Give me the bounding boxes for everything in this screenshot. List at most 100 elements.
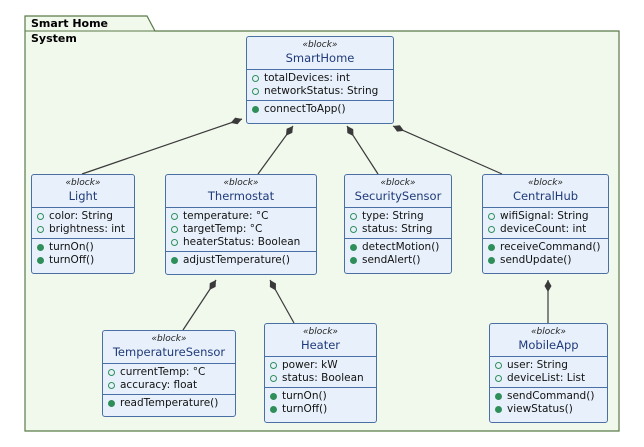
attribute-row: currentTemp: °C <box>108 366 235 379</box>
stereotype-label: «block» <box>303 327 338 337</box>
attribute-text: networkStatus: String <box>264 85 379 97</box>
block-heater[interactable]: «block» Heater power: kW status: Boolean… <box>264 323 377 423</box>
field-visibility-icon <box>252 75 259 82</box>
operations-section: detectMotion() sendAlert() <box>345 238 451 269</box>
block-header: «block» SmartHome <box>247 37 393 70</box>
attribute-row: accuracy: float <box>108 379 235 392</box>
attribute-text: color: String <box>49 210 113 222</box>
block-header: «block» CentralHub <box>483 175 608 208</box>
operation-text: readTemperature() <box>120 397 219 409</box>
block-header: «block» SecuritySensor <box>345 175 451 208</box>
block-header: «block» Thermostat <box>166 175 316 208</box>
attribute-row: deviceList: List <box>495 372 607 385</box>
operation-row: connectToApp() <box>252 103 393 116</box>
field-visibility-icon <box>37 226 44 233</box>
block-mobileapp[interactable]: «block» MobileApp user: String deviceLis… <box>489 323 608 423</box>
attribute-row: totalDevices: int <box>252 72 393 85</box>
block-thermostat[interactable]: «block» Thermostat temperature: °C targe… <box>165 174 317 275</box>
attribute-row: status: String <box>350 223 451 236</box>
operations-section: receiveCommand() sendUpdate() <box>483 238 608 269</box>
block-name: SecuritySensor <box>354 189 442 203</box>
operation-row: adjustTemperature() <box>171 254 316 267</box>
attributes-section: type: String status: String <box>345 208 451 238</box>
block-name: Heater <box>300 338 341 352</box>
attribute-text: currentTemp: °C <box>120 366 206 378</box>
block-name: TemperatureSensor <box>112 345 226 359</box>
composition-diamond-icon <box>347 126 354 137</box>
operation-text: turnOn() <box>49 241 94 253</box>
attribute-text: wifiSignal: String <box>500 210 589 222</box>
attribute-text: temperature: °C <box>183 210 269 222</box>
stereotype-label: «block» <box>302 40 338 50</box>
attribute-row: user: String <box>495 359 607 372</box>
method-visibility-icon <box>171 257 178 264</box>
operation-row: turnOff() <box>270 403 376 416</box>
stereotype-label: «block» <box>65 178 101 188</box>
method-visibility-icon <box>350 257 357 264</box>
stereotype-label: «block» <box>223 178 259 188</box>
attribute-text: deviceList: List <box>507 372 586 384</box>
attribute-text: type: String <box>362 210 424 222</box>
stereotype-label: «block» <box>151 334 187 344</box>
operations-section: sendCommand() viewStatus() <box>490 387 607 418</box>
attribute-row: color: String <box>37 210 134 223</box>
attribute-text: accuracy: float <box>120 379 198 391</box>
attribute-text: targetTemp: °C <box>183 223 263 235</box>
operation-text: turnOff() <box>282 403 328 415</box>
block-smarthome[interactable]: «block» SmartHome totalDevices: int netw… <box>246 36 394 124</box>
method-visibility-icon <box>350 244 357 251</box>
block-header: «block» MobileApp <box>490 324 607 357</box>
operation-text: turnOn() <box>282 390 327 402</box>
block-temperaturesensor[interactable]: «block» TemperatureSensor currentTemp: °… <box>102 330 236 417</box>
attribute-text: status: String <box>362 223 433 235</box>
composition-diamond-icon <box>230 117 242 125</box>
field-visibility-icon <box>350 226 357 233</box>
block-name: SmartHome <box>285 51 355 65</box>
method-visibility-icon <box>37 257 44 264</box>
operation-row: detectMotion() <box>350 241 451 254</box>
block-light[interactable]: «block» Light color: String brightness: … <box>31 174 135 274</box>
method-visibility-icon <box>37 244 44 251</box>
attribute-row: temperature: °C <box>171 210 316 223</box>
block-header: «block» TemperatureSensor <box>103 331 235 364</box>
attribute-row: brightness: int <box>37 223 134 236</box>
operation-text: viewStatus() <box>507 403 573 415</box>
field-visibility-icon <box>37 213 44 220</box>
attribute-text: brightness: int <box>49 223 125 235</box>
block-centralhub[interactable]: «block» CentralHub wifiSignal: String de… <box>482 174 609 274</box>
field-visibility-icon <box>270 375 277 382</box>
block-name: Thermostat <box>207 189 275 203</box>
field-visibility-icon <box>488 213 495 220</box>
composition-diamond-icon <box>209 280 216 291</box>
field-visibility-icon <box>171 213 178 220</box>
method-visibility-icon <box>495 393 502 400</box>
composition-line-smarthome-centralhub <box>392 125 503 175</box>
attribute-row: networkStatus: String <box>252 85 393 98</box>
field-visibility-icon <box>171 239 178 246</box>
field-visibility-icon <box>108 369 115 376</box>
field-visibility-icon <box>495 375 502 382</box>
composition-diamond-icon <box>285 126 293 136</box>
block-securitysensor[interactable]: «block» SecuritySensor type: String stat… <box>344 174 452 274</box>
method-visibility-icon <box>488 244 495 251</box>
operations-section: turnOn() turnOff() <box>32 238 134 269</box>
attributes-section: user: String deviceList: List <box>490 357 607 387</box>
method-visibility-icon <box>252 106 259 113</box>
attributes-section: power: kW status: Boolean <box>265 357 376 387</box>
attribute-row: wifiSignal: String <box>488 210 608 223</box>
attributes-section: currentTemp: °C accuracy: float <box>103 364 235 394</box>
composition-diamond-icon <box>393 125 404 132</box>
attribute-text: totalDevices: int <box>264 72 350 84</box>
operation-text: sendUpdate() <box>500 254 572 266</box>
method-visibility-icon <box>270 406 277 413</box>
attribute-row: heaterStatus: Boolean <box>171 236 316 249</box>
operation-row: turnOn() <box>37 241 134 254</box>
operation-text: sendAlert() <box>362 254 421 266</box>
composition-diamond-icon <box>544 280 552 292</box>
method-visibility-icon <box>108 400 115 407</box>
composition-diamond-icon <box>269 280 276 291</box>
field-visibility-icon <box>171 226 178 233</box>
block-header: «block» Heater <box>265 324 376 357</box>
